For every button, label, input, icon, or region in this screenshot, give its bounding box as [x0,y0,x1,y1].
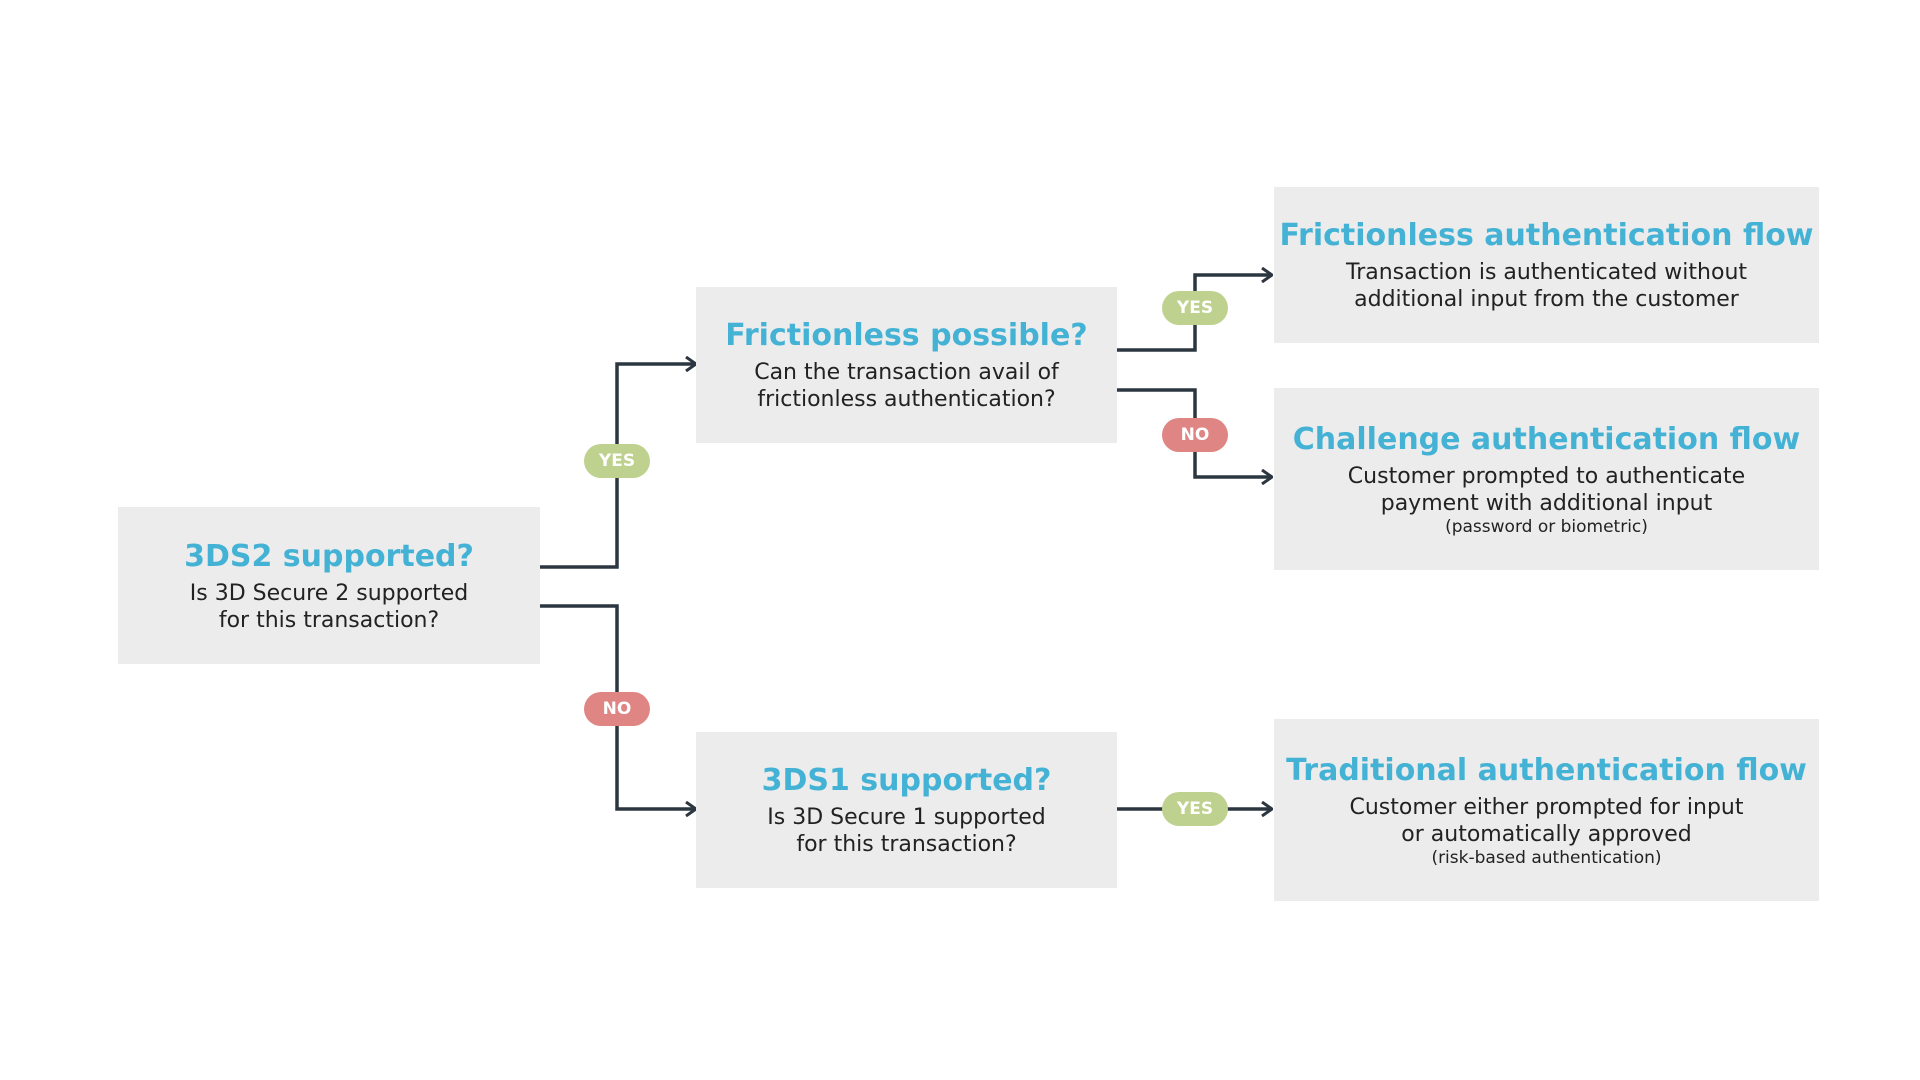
node-description-line: payment with additional input [1380,491,1713,516]
node-description-line: for this transaction? [796,832,1017,857]
node-description-line: for this transaction? [218,607,440,633]
node-title: 3DS1 supported? [761,763,1052,798]
node-description-line: Can the transaction avail of [754,360,1059,385]
node-title: 3DS2 supported? [184,538,474,574]
node-description-line: frictionless authentication? [757,387,1056,412]
node-3ds2-supported: 3DS2 supported? Is 3D Secure 2 supported… [118,507,540,664]
node-description-line: Is 3D Secure 1 supported [767,805,1046,830]
node-description-line: Customer either prompted for input [1349,795,1744,820]
no-badge: NO [1162,418,1228,452]
node-3ds1-supported: 3DS1 supported? Is 3D Secure 1 supported… [696,732,1117,888]
node-frictionless-possible: Frictionless possible? Can the transacti… [696,287,1117,443]
node-description-line: Is 3D Secure 2 supported [189,580,469,606]
node-description-line: or automatically approved [1401,822,1692,847]
node-description-line: Customer prompted to authenticate [1347,464,1746,489]
node-description-line: additional input from the customer [1354,287,1739,312]
no-badge: NO [584,692,650,726]
node-description-line: Transaction is authenticated without [1345,260,1748,285]
node-note: (risk-based authentication) [1431,848,1662,868]
node-title: Frictionless possible? [725,318,1088,353]
yes-badge: YES [584,444,650,478]
node-title: Frictionless authentication flow [1279,218,1814,253]
yes-badge: YES [1162,792,1228,826]
node-title: Traditional authentication flow [1286,753,1807,788]
node-title: Challenge authentication flow [1292,422,1801,457]
node-note: (password or biometric) [1445,517,1648,537]
yes-badge: YES [1162,291,1228,325]
node-challenge-flow: Challenge authentication flow Customer p… [1274,388,1819,570]
node-frictionless-flow: Frictionless authentication flow Transac… [1274,187,1819,343]
node-traditional-flow: Traditional authentication flow Customer… [1274,719,1819,901]
